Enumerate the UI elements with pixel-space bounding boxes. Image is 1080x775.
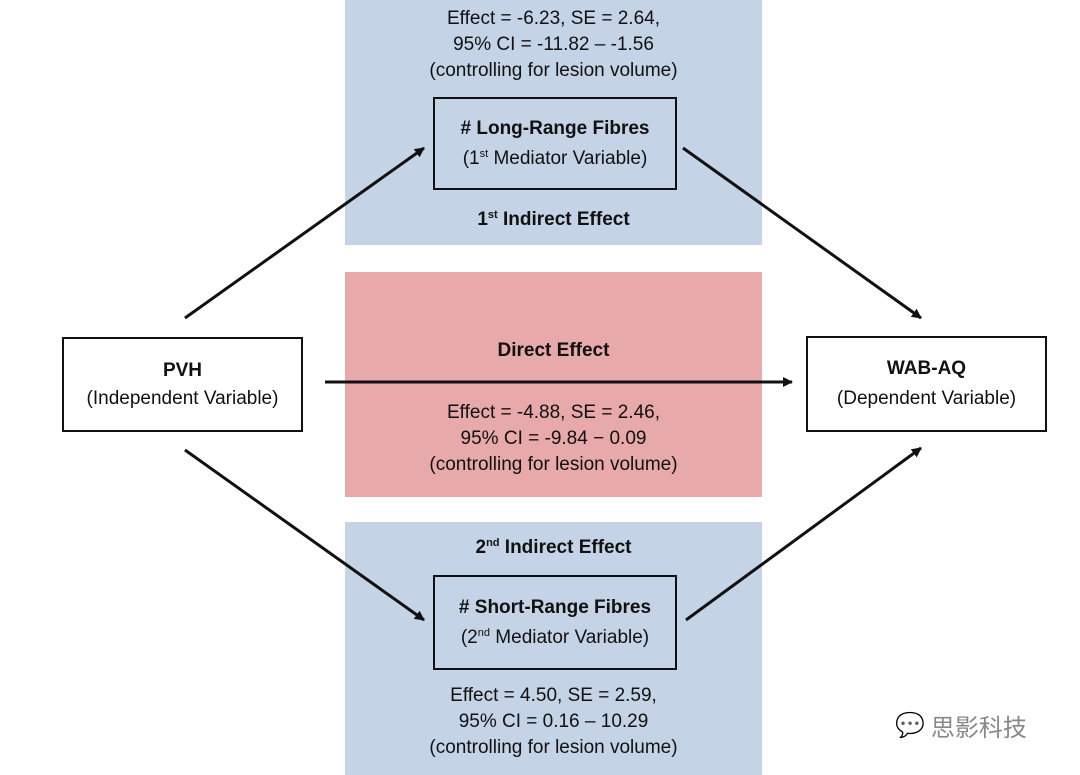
independent-subtitle: (Independent Variable) — [86, 387, 279, 409]
direct-effect-stats: Effect = -4.88, SE = 2.46,95% CI = -9.84… — [429, 402, 678, 475]
indirect-effect-1-panel — [345, 0, 762, 245]
indirect-1-label: 1st Indirect Effect — [477, 209, 630, 230]
arrow-long-to-wab — [682, 146, 922, 320]
mediator-2-title: # Short-Range Fibres — [458, 596, 652, 618]
indirect-2-label: 2nd Indirect Effect — [475, 537, 632, 558]
arrow-short-to-wab — [685, 446, 922, 622]
direct-effect-label: Direct Effect — [497, 340, 610, 361]
arrow-pvh-to-long — [184, 146, 425, 320]
dependent-title: WAB-AQ — [886, 358, 967, 379]
arrow-pvh-to-short — [184, 448, 425, 622]
mediator-2-subtitle: (2nd Mediator Variable) — [460, 626, 650, 648]
dependent-subtitle: (Dependent Variable) — [836, 388, 1017, 409]
mediator-1-title: # Long-Range Fibres — [460, 117, 650, 139]
dependent-variable-box: WAB-AQ (Dependent Variable) — [806, 336, 1047, 432]
mediator-1-subtitle: (1st Mediator Variable) — [462, 147, 648, 169]
indirect-1-stats: Effect = -6.23, SE = 2.64,95% CI = -11.8… — [429, 8, 678, 81]
direct-effect-panel — [345, 272, 762, 497]
independent-variable-box: PVH (Independent Variable) — [62, 337, 303, 432]
watermark: 💬思影科技 — [895, 712, 1027, 742]
long-range-fibres-box: # Long-Range Fibres (1st Mediator Variab… — [433, 97, 677, 190]
short-range-fibres-box: # Short-Range Fibres (2nd Mediator Varia… — [433, 575, 677, 670]
indirect-effect-2-panel — [345, 522, 762, 775]
indirect-2-stats: Effect = 4.50, SE = 2.59,95% CI = 0.16 –… — [429, 685, 678, 758]
chat-bubble-icon: 💬 — [895, 712, 925, 739]
independent-title: PVH — [162, 359, 203, 381]
